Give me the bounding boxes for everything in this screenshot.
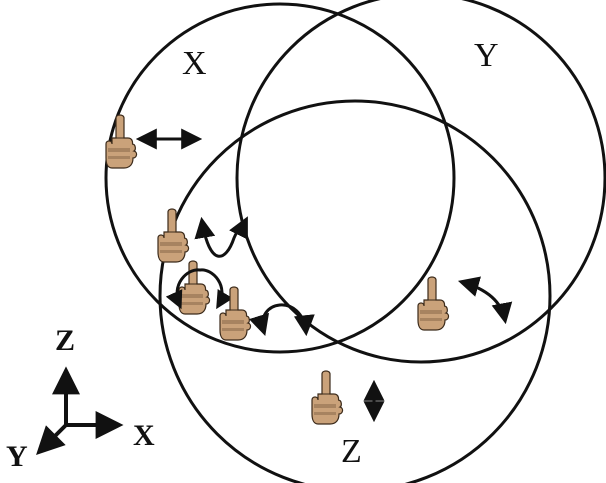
pointing-hand-icon <box>311 370 344 425</box>
venn-circle-y <box>235 0 606 364</box>
axes-legend: Z X Y <box>6 324 155 473</box>
curved-double-arrow-icon <box>194 216 248 258</box>
pointing-hand-icon <box>219 286 252 341</box>
pointing-hand-icon <box>157 208 190 263</box>
set-label-z: Z <box>341 433 362 470</box>
pointing-hand-icon <box>417 276 450 331</box>
set-label-x: X <box>182 45 207 82</box>
axis-label-z: Z <box>55 324 75 357</box>
axis-label-x: X <box>133 419 155 452</box>
venn-circle-x <box>104 2 456 354</box>
rotate-arrow-icon <box>165 268 234 310</box>
set-label-y: Y <box>474 37 499 74</box>
curved-double-arrow-icon <box>457 276 513 325</box>
pointing-hand-icon <box>105 114 138 169</box>
axis-label-y: Y <box>6 440 28 473</box>
rotate-arrow-icon <box>248 303 315 337</box>
venn-circle-z <box>158 99 552 483</box>
axis-y-arrow <box>36 423 68 455</box>
